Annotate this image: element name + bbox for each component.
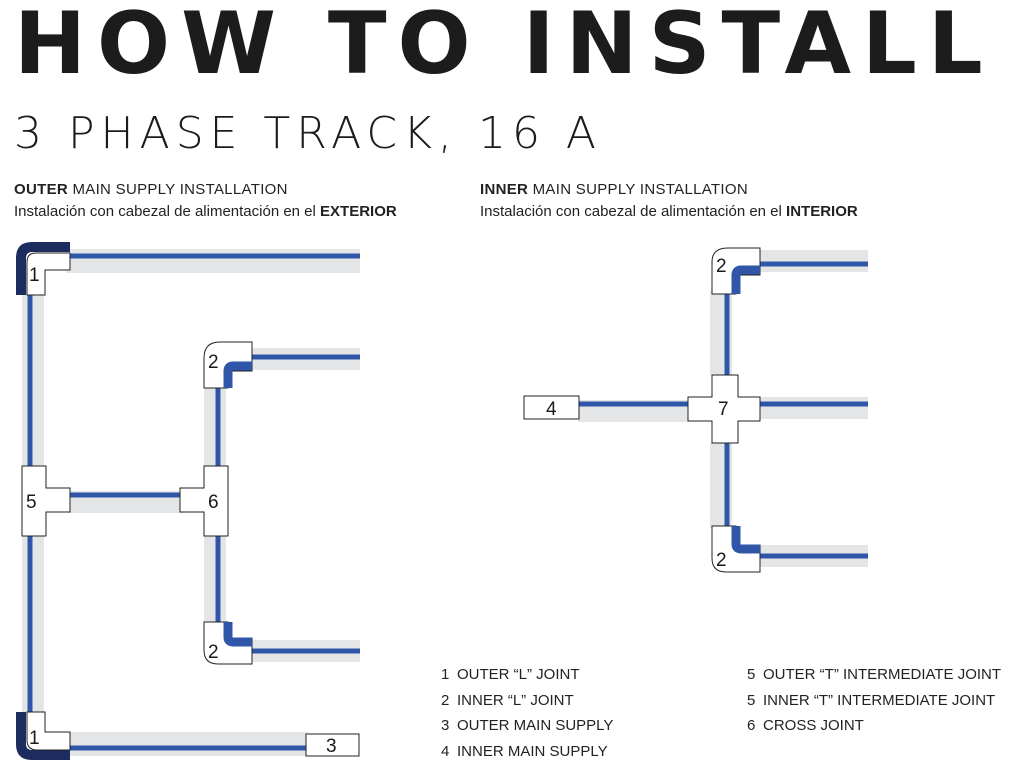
outer-section-heading: OUTER MAIN SUPPLY INSTALLATION Instalaci… (14, 179, 397, 223)
outer-desc-bold: EXTERIOR (320, 203, 397, 220)
legend-text: INNER MAIN SUPPLY (457, 742, 608, 760)
inner-desc-prefix: Instalación con cabezal de alimentación … (480, 203, 787, 220)
outer-l-joint (26, 252, 71, 296)
legend-text: INNER “T” INTERMEDIATE JOINT (763, 691, 996, 709)
legend-left: 1 OUTER “L” JOINT 2 INNER “L” JOINT 3 OUTER… (441, 662, 613, 764)
label-outer-t: 5 (26, 492, 37, 513)
inner-l-wire (223, 361, 252, 388)
page-subtitle: 3 PHASE TRACK, 16 A (14, 108, 603, 159)
legend-item: 6 CROSS JOINT (747, 713, 1001, 739)
legend-num: 2 (441, 691, 450, 709)
legend-num: 5 (747, 666, 756, 683)
outer-t-joint (21, 465, 71, 537)
track (204, 384, 226, 469)
legend-text: OUTER MAIN SUPPLY (457, 717, 614, 734)
legend-text: CROSS JOINT (763, 717, 864, 734)
page-title: HOW TO INSTALL (14, 0, 994, 94)
legend-item: 5 INNER “T” INTERMEDIATE JOINT (747, 688, 1001, 714)
inner-t-joint (179, 465, 229, 537)
label-inner-l-upper: 2 (208, 352, 219, 373)
legend-text: OUTER “T” INTERMEDIATE JOINT (763, 666, 1002, 683)
label-inner-supply: 4 (546, 399, 557, 420)
outer-main-supply (305, 733, 360, 757)
legend-text: INNER “L” JOINT (457, 691, 574, 709)
outer-diagram: 1 1 5 6 2 2 3 (16, 242, 360, 760)
label-outer-l-top: 1 (29, 265, 40, 286)
label-inner-l-lower: 2 (208, 642, 219, 663)
inner-diagram: 2 2 7 4 (523, 247, 868, 573)
track (66, 732, 308, 756)
inner-desc-bold: INTERIOR (786, 203, 858, 220)
label-outer-supply: 3 (326, 736, 337, 757)
legend-item: 2 INNER “L” JOINT (441, 688, 613, 714)
inner-heading-rest: MAIN SUPPLY INSTALLATION (528, 181, 748, 198)
legend-num: 3 (441, 717, 450, 734)
legend-num: 5 (747, 691, 756, 709)
inner-l-wire (731, 265, 760, 294)
inner-section-heading: INNER MAIN SUPPLY INSTALLATION Instalaci… (480, 179, 858, 223)
outer-l-joint (26, 711, 71, 751)
label-inner-t: 6 (208, 492, 219, 513)
outer-desc-prefix: Instalación con cabezal de alimentación … (14, 203, 321, 220)
label-inner-l-lower-2: 2 (716, 550, 727, 571)
outer-l-joint-casing (16, 242, 70, 295)
label-outer-l-bottom: 1 (29, 728, 40, 749)
track (758, 250, 868, 272)
legend-item: 1 OUTER “L” JOINT (441, 662, 613, 688)
legend-num: 6 (747, 717, 756, 734)
legend-item: 5 OUTER “T” INTERMEDIATE JOINT (747, 662, 1001, 688)
legend-item: 3 OUTER MAIN SUPPLY (441, 713, 613, 739)
inner-l-wire (223, 622, 252, 647)
track (760, 397, 868, 419)
legend-num: 4 (441, 742, 450, 760)
inner-l-wire (731, 526, 760, 554)
track (66, 249, 360, 273)
track (204, 533, 226, 628)
cross-joint (687, 374, 761, 444)
legend-text: OUTER “L” JOINT (457, 666, 580, 683)
label-inner-l-upper-2: 2 (716, 256, 727, 277)
legend-item: 4 INNER MAIN SUPPLY (441, 739, 613, 765)
outer-heading-rest: MAIN SUPPLY INSTALLATION (68, 181, 288, 198)
legend-num: 1 (441, 666, 450, 683)
inner-main-supply (523, 395, 580, 420)
label-cross: 7 (718, 399, 729, 420)
inner-heading-bold: INNER (480, 181, 529, 198)
outer-heading-bold: OUTER (14, 181, 68, 198)
